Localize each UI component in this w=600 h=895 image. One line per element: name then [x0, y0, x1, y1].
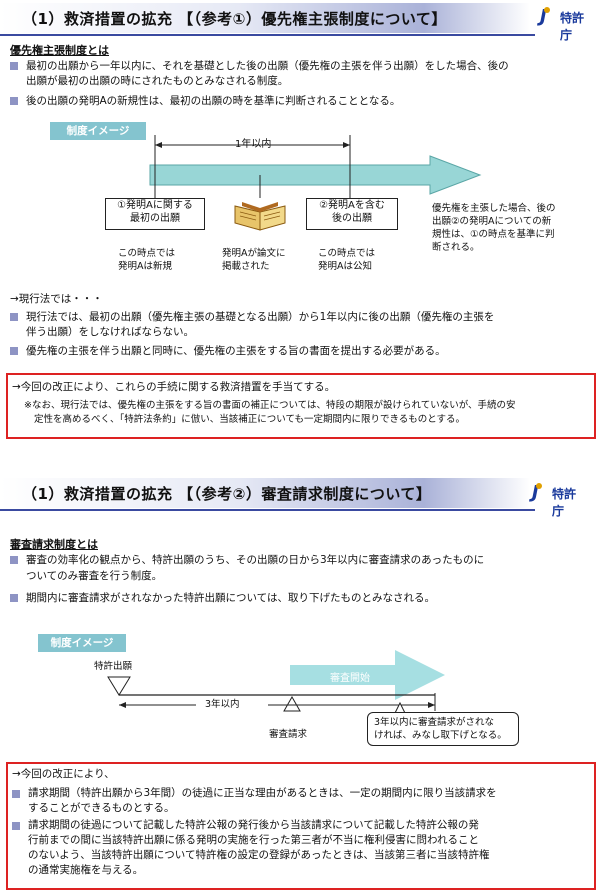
- revision-text: →今回の改正により、: [12, 768, 115, 780]
- deemed-withdrawal-callout: 3年以内に審査請求がされな ければ、みなし取下げとなる。: [367, 712, 519, 746]
- jpo-logo: J 特許庁: [532, 482, 587, 518]
- bullet-text: の通常実施権を与える。: [28, 864, 144, 876]
- current-law-heading: →現行法では・・・: [10, 293, 103, 305]
- priority-effect-note: 優先権を主張した場合、後の 出願②の発明Aについての新 規性は、①の時点を基準に…: [432, 202, 556, 254]
- slide2-header: （1）救済措置の拡充 【（参考②）審査請求制度について】: [0, 478, 600, 511]
- revision-box-1: →今回の改正により、これらの手続に関する救済措置を手当てする。 ※なお、現行法で…: [6, 373, 596, 439]
- note-line: 優先権を主張した場合、後の: [432, 203, 556, 214]
- box-line: ②発明Aを含む: [319, 200, 385, 211]
- jpo-logo-icon: J: [532, 482, 539, 503]
- exam-start-arrow: [290, 650, 445, 700]
- bullet-text: 期間内に審査請求がされなかった特許出願については、取り下げたものとみなされる。: [26, 592, 435, 604]
- examination-timeline-diagram: [107, 650, 445, 714]
- slide1-title: （1）救済措置の拡充 【（参考①）優先権主張制度について】: [22, 10, 447, 28]
- bullet-marker: [12, 790, 20, 798]
- section-heading-priority: 優先権主張制度とは: [10, 44, 109, 57]
- image-label: 制度イメージ: [38, 634, 126, 652]
- note-second: この時点では 発明Aは公知: [318, 247, 375, 273]
- exam-start-label: 審査開始: [330, 673, 370, 684]
- box-line: ①発明Aに関する: [117, 200, 193, 211]
- note-line: 発明Aは新規: [118, 261, 172, 272]
- revision-note: ※なお、現行法では、優先権の主張をする旨の書面の補正については、特段の期限が設け…: [24, 399, 516, 427]
- note-line: 断される。: [432, 242, 480, 253]
- jpo-logo: J 特許庁: [540, 6, 595, 42]
- timeline-arrow: [149, 155, 482, 195]
- bullet-text: 伴う出願）をしなければならない。: [26, 326, 194, 338]
- three-years-label: 3年以内: [205, 699, 240, 710]
- bullet-marker: [10, 594, 18, 602]
- priority-timeline-diagram: [149, 135, 482, 198]
- note-line: この時点では: [118, 248, 176, 259]
- bullet-text: ついてのみ審査を行う制度。: [26, 570, 163, 582]
- filing-marker: [107, 676, 131, 696]
- bullet-marker: [10, 556, 18, 564]
- slide1-header: （1）救済措置の拡充 【（参考①）優先権主張制度について】: [0, 3, 600, 36]
- bullet-text: することができるものとする。: [28, 802, 175, 814]
- exam-request-label: 審査請求: [269, 729, 308, 740]
- bullet-text: のないよう、当該特許出願について特許権の設定の登録があったときは、当該第三者に当…: [28, 849, 490, 861]
- note-line: 掲載された: [222, 261, 270, 272]
- note-line: 発明Aは公知: [318, 261, 372, 272]
- note-line: 規性は、①の時点を基準に判: [432, 229, 555, 240]
- bullet-text: 出願が最初の出願の時にされたものとみなされる制度。: [26, 75, 289, 87]
- revision-box-2: →今回の改正により、 請求期間（特許出願から3年間）の徒過に正当な理由があるとき…: [6, 762, 596, 890]
- callout-line: 3年以内に審査請求がされな: [374, 717, 495, 728]
- note-first: この時点では 発明Aは新規: [118, 247, 175, 273]
- revision-note-line: ※なお、現行法では、優先権の主張をする旨の書面の補正については、特段の期限が設け…: [24, 400, 516, 411]
- callout-line: ければ、みなし取下げとなる。: [374, 730, 507, 741]
- box-line: 最初の出願: [130, 213, 180, 224]
- box-line: 後の出願: [332, 213, 372, 224]
- bullet-marker: [12, 822, 20, 830]
- slide2-title: （1）救済措置の拡充 【（参考②）審査請求制度について】: [22, 485, 432, 503]
- note-paper: 発明Aが論文に 掲載された: [222, 247, 286, 273]
- book-icon: [234, 202, 286, 231]
- first-application-box: ①発明Aに関する 最初の出願: [105, 198, 205, 230]
- revision-note-line: 定性を高めるべく、「特許法条約」に倣い、当該補正についても一定期間内に限りできる…: [34, 414, 466, 425]
- logo-name: 特許庁: [552, 487, 577, 518]
- bullet-text: 請求期間（特許出願から3年間）の徒過に正当な理由があるときは、一定の期間内に限り…: [28, 787, 497, 799]
- bullet-text: 最初の出願から一年以内に、それを基礎とした後の出願（優先権の主張を伴う出願）をし…: [26, 60, 509, 72]
- image-label: 制度イメージ: [50, 122, 146, 140]
- bullet-marker: [10, 97, 18, 105]
- logo-name: 特許庁: [560, 11, 585, 42]
- revision-text: →今回の改正により、これらの手続に関する救済措置を手当てする。: [12, 381, 336, 393]
- note-line: 発明Aが論文に: [222, 248, 286, 259]
- bullet-text: 請求期間の徒過について記載した特許公報の発行後から当該請求について記載した特許公…: [28, 819, 479, 831]
- section-heading-examination: 審査請求制度とは: [10, 538, 98, 551]
- bullet-text: 優先権の主張を伴う出願と同時に、優先権の主張をする旨の書面を提出する必要がある。: [26, 345, 446, 357]
- bullet-text: 審査の効率化の観点から、特許出願のうち、その出願の日から3年以内に審査請求のあっ…: [26, 554, 485, 566]
- note-line: 出願②の発明Aについての新: [432, 216, 552, 227]
- one-year-label: 1年以内: [235, 139, 272, 150]
- bullet-text: 行前までの間に当該特許出願に係る発明の実施を行った第三者が不当に権利侵害に問われ…: [28, 834, 479, 846]
- bullet-marker: [10, 313, 18, 321]
- bullet-marker: [10, 347, 18, 355]
- bullet-marker: [10, 62, 18, 70]
- exam-request-marker: [283, 695, 301, 712]
- bullet-text: 現行法では、最初の出願（優先権主張の基礎となる出願）から1年以内に後の出願（優先…: [26, 311, 495, 323]
- patent-application-label: 特許出願: [94, 661, 133, 672]
- note-line: この時点では: [318, 248, 376, 259]
- later-application-box: ②発明Aを含む 後の出願: [306, 198, 398, 230]
- jpo-logo-icon: J: [540, 6, 547, 27]
- bullet-text: 後の出願の発明Aの新規性は、最初の出願の時を基準に判断されることとなる。: [26, 95, 401, 107]
